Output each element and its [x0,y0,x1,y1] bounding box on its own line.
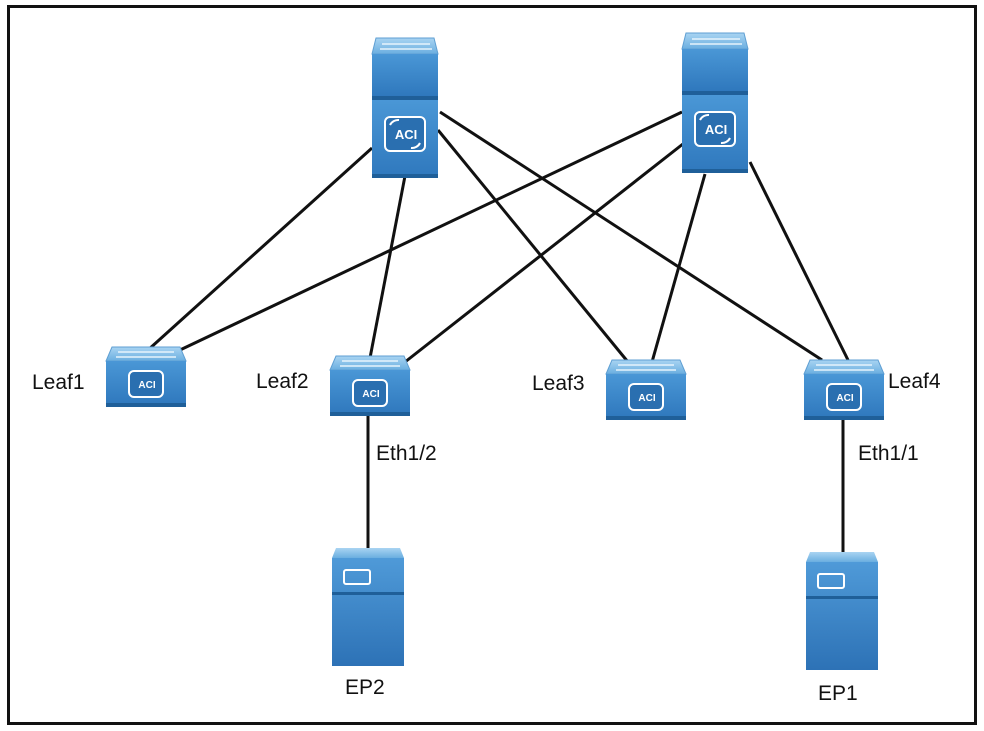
endpoint-server-ep2 [332,548,404,666]
leaf-switch-2: ACI [329,355,411,416]
svg-text:ACI: ACI [638,393,655,404]
label-leaf2: Leaf2 [256,370,309,393]
link-spine1-leaf1 [146,146,374,352]
spine-switch-1: ACI [371,37,439,178]
svg-text:ACI: ACI [395,127,417,142]
label-leaf4: Leaf4 [888,370,941,393]
aci-icon: ACI [694,111,736,147]
link-spine1-leaf4 [439,110,823,362]
aci-icon: ACI [384,116,426,152]
label-eth-leaf2: Eth1/2 [376,442,437,465]
svg-text:ACI: ACI [362,389,379,400]
endpoint-server-ep1 [806,552,878,670]
label-leaf3: Leaf3 [532,372,585,395]
link-spine2-leaf3 [650,173,707,363]
svg-text:ACI: ACI [138,380,155,391]
aci-icon: ACI [628,383,664,411]
links [146,110,850,552]
leaf-switch-4: ACI [803,359,885,420]
label-ep1: EP1 [818,682,858,705]
leaf-switch-1: ACI [105,346,187,407]
aci-icon: ACI [352,379,388,407]
svg-text:ACI: ACI [836,393,853,404]
server-drive-bay [343,569,371,585]
server-drive-bay [817,573,845,589]
link-spine1-leaf3 [436,129,630,363]
aci-icon: ACI [826,383,862,411]
label-leaf1: Leaf1 [32,371,85,394]
link-spine2-leaf1 [179,110,683,352]
spine-switch-2: ACI [681,32,749,173]
link-spine1-leaf2 [368,175,407,359]
label-ep2: EP2 [345,676,385,699]
label-eth-leaf4: Eth1/1 [858,442,919,465]
link-spine2-leaf2 [404,138,689,364]
aci-icon: ACI [128,370,164,398]
link-spine2-leaf4 [748,161,850,361]
leaf-switch-3: ACI [605,359,687,420]
svg-text:ACI: ACI [705,122,727,137]
